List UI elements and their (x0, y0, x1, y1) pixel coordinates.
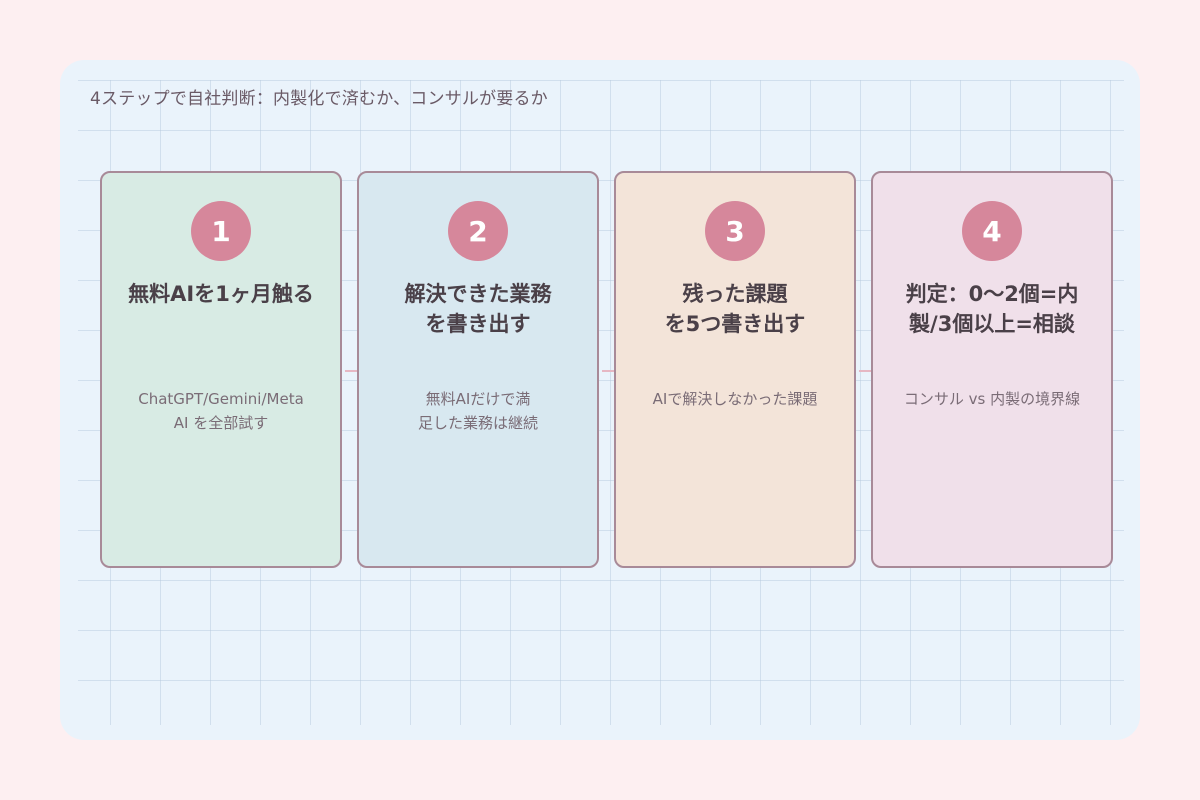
step-description: コンサル vs 内製の境界線 (903, 390, 1081, 408)
step-connector-3-4 (859, 370, 873, 372)
step-card-4: 4 判定：0〜2個=内 製/3個以上=相談 コンサル vs 内製の境界線 (871, 171, 1113, 568)
step-card-3: 3 残った課題 を5つ書き出す AIで解決しなかった課題 (614, 171, 856, 568)
step-card-1: 1 無料AIを1ヶ月触る ChatGPT/Gemini/Meta AI を全部試… (100, 171, 342, 568)
diagram-title: 4ステップで自社判断：内製化で済むか、コンサルが要るか (90, 89, 548, 109)
step-card-2: 2 解決できた業務 を書き出す 無料AIだけで満 足した業務は継続 (357, 171, 599, 568)
step-description: AIで解決しなかった課題 (652, 390, 818, 408)
step-number-badge: 2 (448, 201, 508, 261)
step-description: ChatGPT/Gemini/Meta AI を全部試す (138, 390, 304, 432)
step-title: 無料AIを1ヶ月触る (128, 282, 314, 306)
step-connector-1-2 (345, 370, 359, 372)
step-number-badge: 4 (962, 201, 1022, 261)
step-title: 残った課題 を5つ書き出す (664, 282, 806, 336)
step-connector-2-3 (602, 370, 616, 372)
step-description: 無料AIだけで満 足した業務は継続 (417, 390, 538, 432)
step-number-badge: 1 (191, 201, 251, 261)
step-title: 解決できた業務 を書き出す (404, 282, 552, 336)
step-title: 判定：0〜2個=内 製/3個以上=相談 (905, 282, 1079, 336)
diagram-panel: 4ステップで自社判断：内製化で済むか、コンサルが要るか 1 無料AIを1ヶ月触る… (60, 60, 1140, 740)
step-number-badge: 3 (705, 201, 765, 261)
